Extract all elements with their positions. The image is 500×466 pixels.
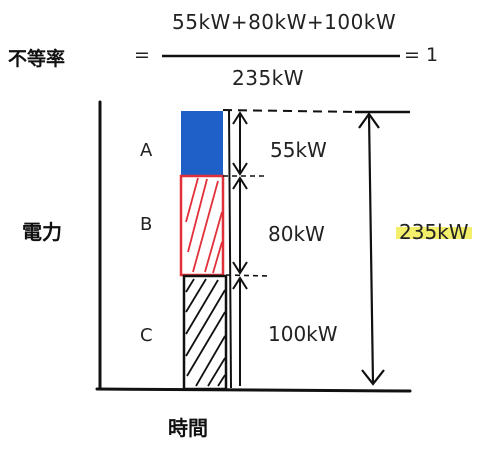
- segment-c-value: 100kW: [268, 322, 338, 346]
- segment-a-block: [181, 111, 223, 175]
- total-arrow: [358, 112, 385, 386]
- total-top-dashed-line: [222, 109, 361, 113]
- segment-c-block: [182, 274, 228, 391]
- segment-b-block: [179, 174, 225, 277]
- bar-right-edge: [228, 109, 232, 389]
- formula-numerator: 55kW+80kW+100kW: [172, 10, 397, 34]
- formula-result: = 1: [404, 44, 439, 66]
- formula-label: 不等率: [8, 48, 66, 70]
- segment-c-arrow: [232, 276, 248, 386]
- segment-a-value: 55kW: [270, 138, 327, 162]
- segment-c-label: C: [140, 325, 153, 346]
- segment-b-label: B: [140, 214, 153, 235]
- segment-b-value: 80kW: [268, 222, 325, 246]
- segment-a-arrow: [232, 111, 248, 176]
- x-axis-label: 時間: [168, 416, 208, 440]
- y-axis-label: 電力: [22, 220, 62, 244]
- total-value-label: 235kW: [396, 220, 472, 244]
- formula-denominator: 235kW: [232, 66, 305, 90]
- segment-b-arrow: [232, 176, 248, 275]
- divider-bc-dashed: [225, 274, 269, 277]
- x-axis: [95, 387, 412, 393]
- formula-equals-sign: =: [134, 44, 150, 66]
- segment-a-label: A: [140, 140, 153, 161]
